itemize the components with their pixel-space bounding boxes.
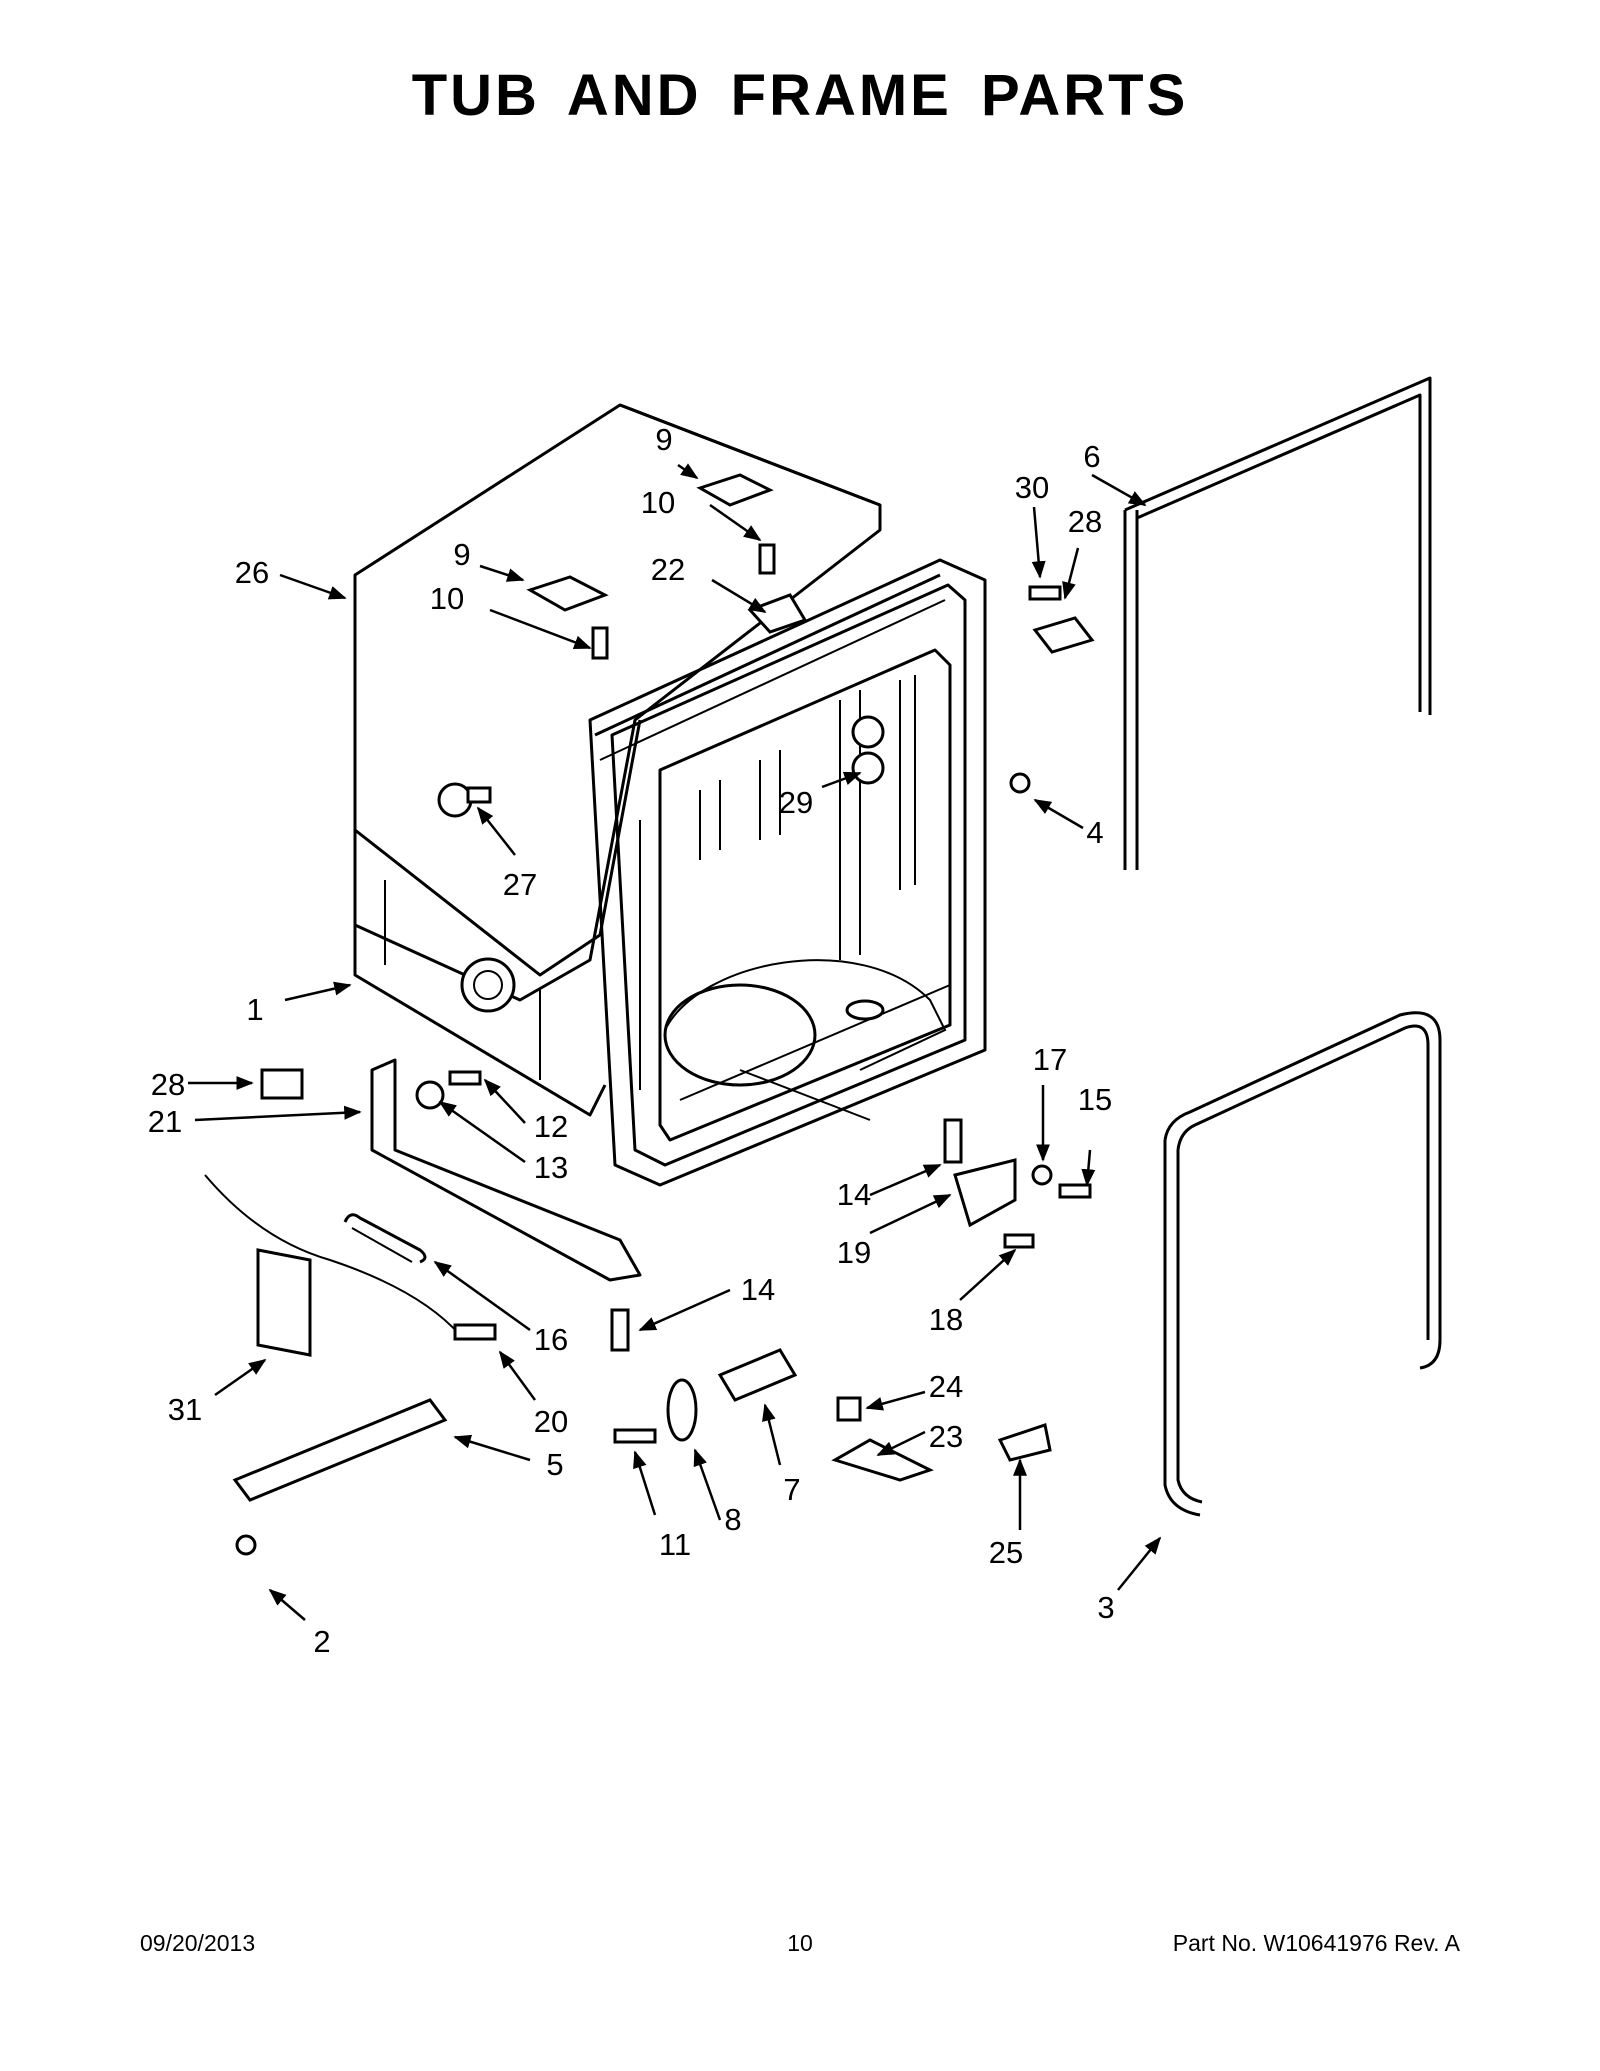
callout-26: 26: [235, 555, 269, 590]
callout-28-left: 28: [151, 1067, 185, 1102]
callout-3: 3: [1097, 1590, 1114, 1625]
callout-24: 24: [929, 1369, 963, 1404]
callout-6: 6: [1083, 439, 1100, 474]
callout-13: 13: [534, 1150, 568, 1185]
callout-10-top: 10: [641, 485, 675, 520]
callout-labels: 1 2 3 4 5 6 7 8 9 9 10 10 11 12 13 14 14…: [148, 422, 1115, 1659]
callout-25: 25: [989, 1535, 1023, 1570]
page-title: TUB AND FRAME PARTS: [411, 63, 1189, 128]
callout-22: 22: [651, 552, 685, 587]
callout-18: 18: [929, 1302, 963, 1337]
callout-14-right: 14: [837, 1177, 871, 1212]
callout-31: 31: [168, 1392, 202, 1427]
tub-assembly: [353, 403, 987, 1187]
callout-9-top: 9: [655, 422, 672, 457]
callout-15: 15: [1078, 1082, 1112, 1117]
callout-9-left: 9: [453, 537, 470, 572]
callout-27: 27: [503, 867, 537, 902]
callout-7: 7: [783, 1472, 800, 1507]
callout-20: 20: [534, 1404, 568, 1439]
callout-21: 21: [148, 1104, 182, 1139]
callout-2: 2: [313, 1624, 330, 1659]
hinge-bracket-parts: [204, 473, 1095, 1556]
callout-30: 30: [1015, 470, 1049, 505]
callout-16: 16: [534, 1322, 568, 1357]
callout-14-left: 14: [741, 1272, 775, 1307]
callout-1: 1: [246, 992, 263, 1027]
callout-5: 5: [546, 1447, 563, 1482]
callout-17: 17: [1033, 1042, 1067, 1077]
callout-23: 23: [929, 1419, 963, 1454]
callout-28-right: 28: [1068, 504, 1102, 539]
callout-12: 12: [534, 1109, 568, 1144]
footer-date: 09/20/2013: [140, 1930, 256, 1956]
tub-gasket-part-3: [1163, 1011, 1442, 1517]
callout-4: 4: [1086, 815, 1103, 850]
callout-10-left: 10: [430, 581, 464, 616]
footer-part-number: Part No. W10641976 Rev. A: [1172, 1930, 1460, 1956]
callout-29: 29: [779, 785, 813, 820]
leader-arrows: [188, 463, 1162, 1621]
callout-11: 11: [659, 1527, 691, 1562]
door-gasket-part-6: [1123, 376, 1432, 870]
callout-19: 19: [837, 1235, 871, 1270]
callout-8: 8: [724, 1502, 741, 1537]
footer-page-number: 10: [787, 1930, 813, 1956]
